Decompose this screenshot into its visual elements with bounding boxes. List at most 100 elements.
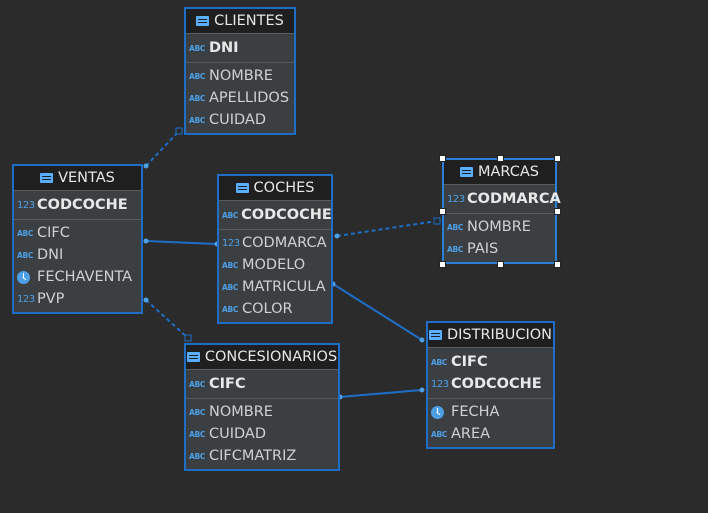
entity-header: CONCESIONARIOS [186, 345, 338, 370]
link-concesionarios-distribucion[interactable] [339, 389, 423, 398]
link-target-dot [419, 337, 425, 343]
link-source-dot [143, 238, 149, 244]
column-name: DNI [37, 247, 64, 263]
resize-handle[interactable] [554, 155, 561, 162]
text-type-icon: ABC [222, 210, 239, 220]
entity-header: MARCAS [444, 160, 555, 185]
column-name: CODCOCHE [241, 207, 332, 223]
numeric-type-icon: 123 [431, 378, 449, 390]
link-source-dot [334, 233, 340, 239]
column-name: CIFC [451, 354, 488, 370]
table-icon [235, 183, 249, 193]
column-name: CIFC [209, 376, 246, 392]
resize-handle[interactable] [439, 208, 446, 215]
text-type-icon: ABC [222, 260, 239, 270]
text-type-icon: ABC [189, 71, 206, 81]
numeric-type-icon: 123 [447, 193, 465, 205]
link-coches-distribucion[interactable] [332, 283, 423, 341]
link-coches-marcas[interactable] [336, 220, 438, 237]
resize-handle[interactable] [439, 261, 446, 268]
link-target-dot [419, 387, 425, 393]
column-name: MATRICULA [242, 279, 326, 295]
entity-header: DISTRIBUCION [428, 323, 553, 348]
resize-handle[interactable] [496, 261, 504, 268]
table-icon [428, 330, 442, 340]
column-name: CODCOCHE [37, 197, 128, 213]
link-ventas-concesionarios[interactable] [145, 299, 189, 339]
resize-handle[interactable] [554, 261, 561, 268]
entity-header: CLIENTES [186, 9, 294, 34]
text-type-icon: ABC [189, 407, 206, 417]
column-name: COLOR [242, 301, 293, 317]
link-source-dot [143, 163, 149, 169]
table-icon [459, 167, 473, 177]
resize-handle[interactable] [554, 208, 561, 215]
column[interactable]: FECHAVENTA [14, 266, 141, 288]
column-name: CIFCMATRIZ [209, 448, 297, 464]
table-icon [186, 352, 200, 362]
clock-icon [431, 405, 444, 419]
text-type-icon: ABC [189, 379, 206, 389]
text-type-icon: ABC [431, 429, 448, 439]
resize-handle[interactable] [496, 155, 504, 162]
column-name: CUIDAD [209, 426, 267, 442]
text-type-icon: ABC [222, 282, 239, 292]
text-type-icon: ABC [447, 244, 464, 254]
text-type-icon: ABC [189, 451, 206, 461]
link-ventas-clientes[interactable] [145, 130, 180, 167]
column-name: CODMARCA [467, 191, 561, 207]
link-target-marker [433, 217, 441, 225]
column-name: PVP [37, 291, 65, 307]
column-name: CIFC [37, 225, 70, 241]
text-type-icon: ABC [189, 93, 206, 103]
column-name: PAIS [467, 241, 499, 257]
text-type-icon: ABC [189, 43, 206, 53]
link-source-dot [143, 297, 149, 303]
resize-handle[interactable] [439, 155, 446, 162]
link-ventas-coches[interactable] [145, 240, 218, 245]
column-name: DNI [209, 40, 239, 56]
column-name: CODMARCA [242, 235, 327, 251]
column-name: MODELO [242, 257, 306, 273]
table-icon [196, 16, 210, 26]
table-icon [40, 173, 54, 183]
column[interactable]: FECHA [428, 401, 553, 423]
